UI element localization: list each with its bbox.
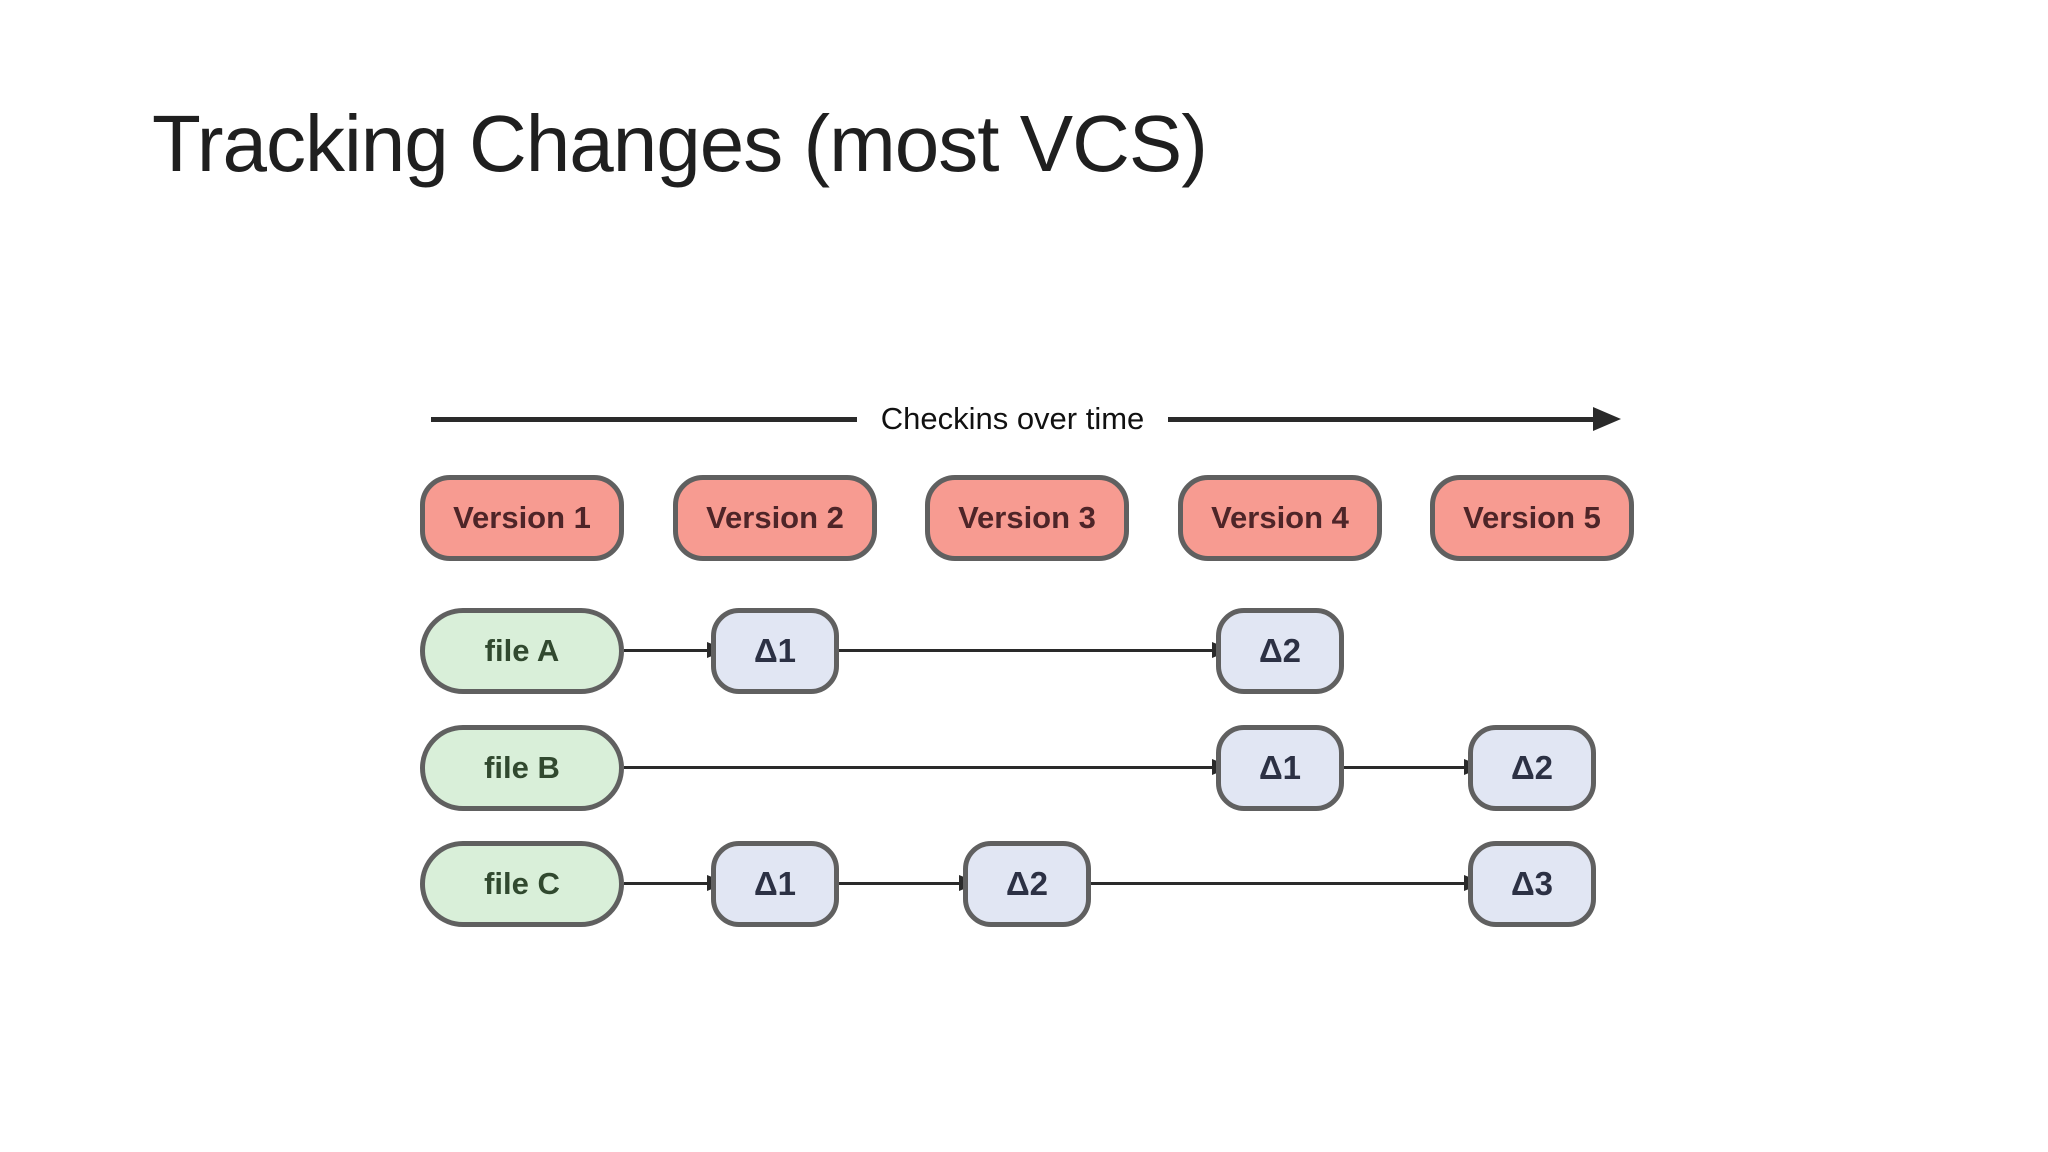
file-b-node: file B — [420, 725, 624, 811]
file-a-delta-1-node: Δ1 — [711, 608, 839, 694]
version-node-5: Version 5 — [1430, 475, 1634, 561]
timeline-line-right — [1168, 416, 1594, 422]
timeline-arrow: Checkins over time — [431, 396, 1621, 442]
version-node-1: Version 1 — [420, 475, 624, 561]
arrow-file-b-delta1-to-delta2 — [1344, 759, 1484, 775]
arrow-file-b-to-delta1 — [624, 759, 1232, 775]
file-a-node: file A — [420, 608, 624, 694]
version-node-3: Version 3 — [925, 475, 1129, 561]
timeline-line-left — [431, 416, 857, 422]
version-node-4: Version 4 — [1178, 475, 1382, 561]
arrow-file-a-delta1-to-delta2 — [839, 642, 1232, 658]
file-c-delta-1-node: Δ1 — [711, 841, 839, 927]
slide-title: Tracking Changes (most VCS) — [152, 99, 1208, 188]
file-b-delta-1-node: Δ1 — [1216, 725, 1344, 811]
arrow-file-c-to-delta1 — [624, 875, 727, 891]
arrow-file-c-delta1-to-delta2 — [839, 875, 979, 891]
file-c-delta-3-node: Δ3 — [1468, 841, 1596, 927]
file-c-node: file C — [420, 841, 624, 927]
timeline-arrowhead-icon — [1593, 407, 1621, 431]
file-a-delta-2-node: Δ2 — [1216, 608, 1344, 694]
timeline-label: Checkins over time — [880, 401, 1145, 436]
arrow-file-c-delta2-to-delta3 — [1091, 875, 1484, 891]
version-node-2: Version 2 — [673, 475, 877, 561]
file-b-delta-2-node: Δ2 — [1468, 725, 1596, 811]
file-c-delta-2-node: Δ2 — [963, 841, 1091, 927]
arrow-file-a-to-delta1 — [624, 642, 727, 658]
